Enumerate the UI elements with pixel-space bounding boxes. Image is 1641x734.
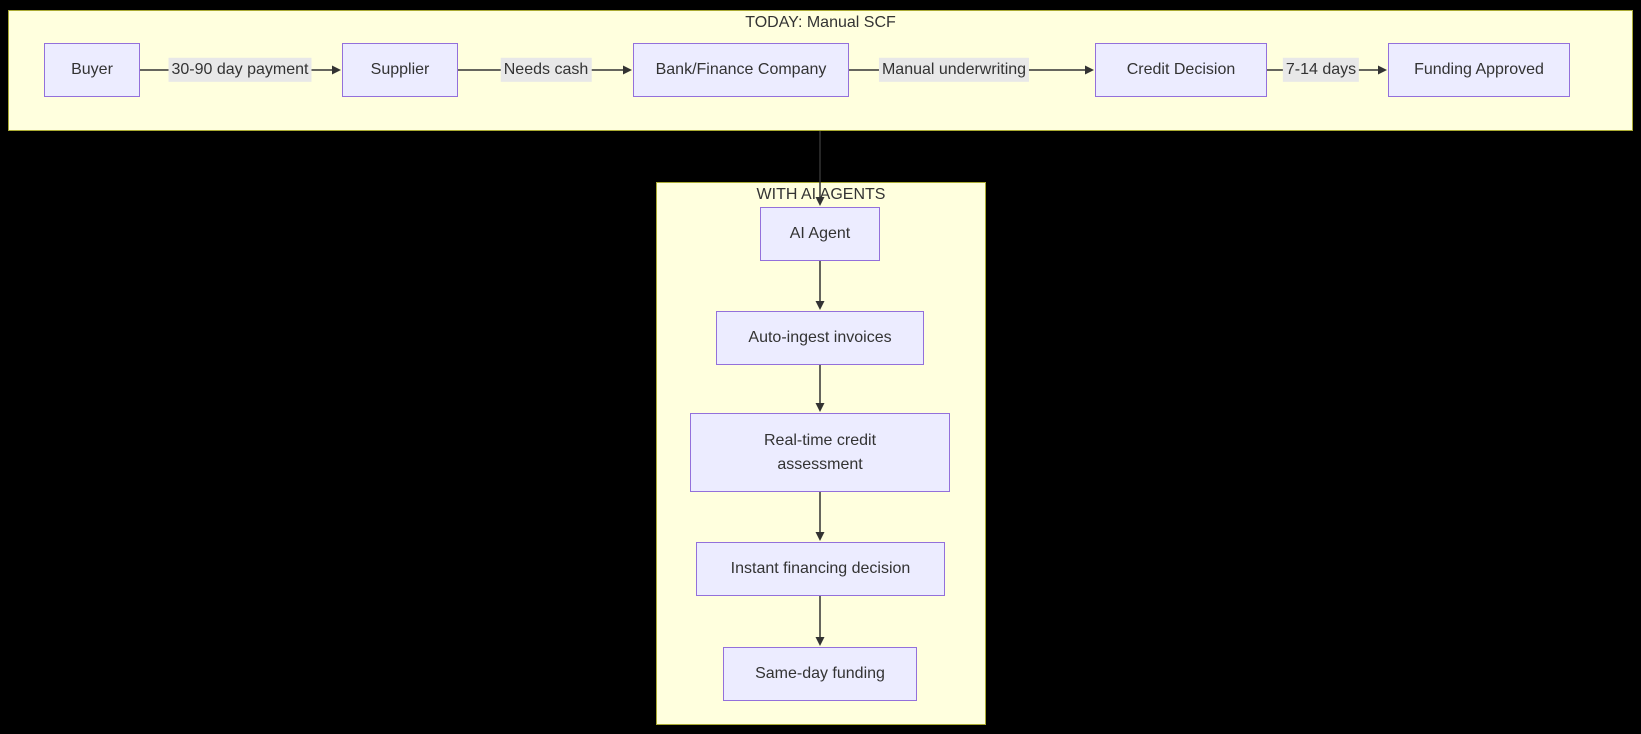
edge-label-manual-underwriting: Manual underwriting <box>878 57 1030 83</box>
node-buyer: Buyer <box>44 43 140 97</box>
node-supplier: Supplier <box>342 43 458 97</box>
edge-label-needs-cash: Needs cash <box>500 57 592 83</box>
node-ai-agent-label: AI Agent <box>789 225 851 242</box>
node-instant-financing-decision: Instant financing decision <box>696 542 945 596</box>
node-bank-finance-company-label: Bank/Finance Company <box>655 61 827 78</box>
node-funding-approved: Funding Approved <box>1388 43 1570 97</box>
cluster-with-ai-agents-title: WITH AI AGENTS <box>756 186 886 203</box>
node-ai-agent: AI Agent <box>760 207 880 261</box>
cluster-today-title: TODAY: Manual SCF <box>745 14 896 31</box>
node-real-time-credit-assessment-label: Real-time credit assessment <box>763 431 877 473</box>
node-buyer-label: Buyer <box>71 61 113 78</box>
node-real-time-credit-assessment: Real-time credit assessment <box>690 413 950 492</box>
node-same-day-funding: Same-day funding <box>723 647 917 701</box>
node-instant-financing-decision-label: Instant financing decision <box>730 560 911 577</box>
node-credit-decision-label: Credit Decision <box>1126 61 1236 78</box>
node-same-day-funding-label: Same-day funding <box>755 665 885 682</box>
node-funding-approved-label: Funding Approved <box>1414 61 1544 78</box>
node-supplier-label: Supplier <box>370 61 430 78</box>
node-auto-ingest-invoices-label: Auto-ingest invoices <box>748 329 892 346</box>
node-auto-ingest-invoices: Auto-ingest invoices <box>716 311 924 365</box>
edge-label-7-14-days: 7-14 days <box>1282 57 1360 83</box>
node-credit-decision: Credit Decision <box>1095 43 1267 97</box>
edge-label-30-90-day-payment: 30-90 day payment <box>168 57 312 83</box>
node-bank-finance-company: Bank/Finance Company <box>633 43 849 97</box>
